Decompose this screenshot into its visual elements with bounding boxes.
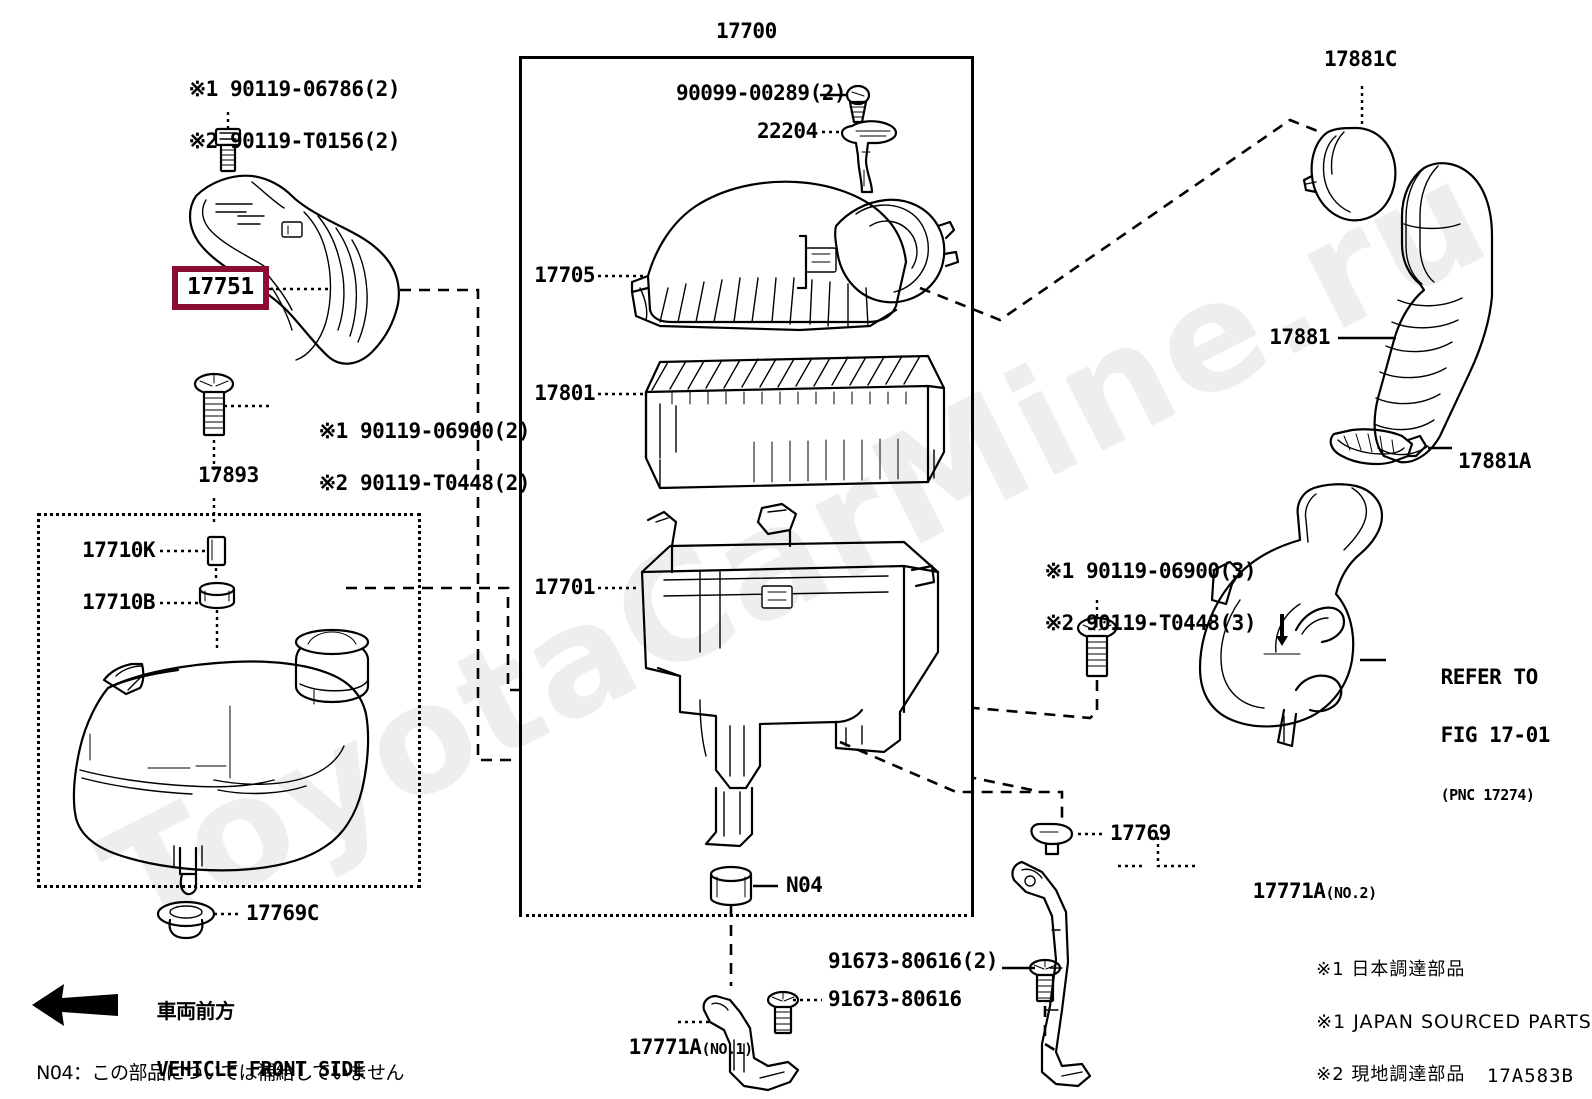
bolt-91673-80616-icon xyxy=(766,990,822,1035)
vehicle-front-side-jp: 車両前方 xyxy=(156,999,236,1023)
label-bolt-91673-80616: 91673-80616 xyxy=(828,987,962,1011)
label-cushion-N04: N04 xyxy=(786,873,823,897)
bracket-17771A-no2-suffix: (NO.2) xyxy=(1325,884,1377,902)
seal-17881A-icon xyxy=(1329,428,1452,466)
air-hose-17881-drawing xyxy=(1338,162,1494,464)
label-bolt-90119-06900-3: ※1 90119-06900(3) ※2 90119-T0448(3) xyxy=(996,532,1257,662)
label-bolt-90119-06786: ※1 90119-06786(2) ※2 90119-T0156(2) xyxy=(140,50,401,180)
label-clamp-17881C: 17881C xyxy=(1324,47,1397,71)
bolt-90119-06900-3-line2: ※2 90119-T0448(3) xyxy=(1044,611,1257,635)
vehicle-front-side-label: 車両前方 VEHICLE FRONT SIDE xyxy=(108,968,365,1099)
air-cleaner-assembly-group-box xyxy=(519,56,974,917)
label-cover-17705: 17705 xyxy=(534,263,595,287)
label-hose-17881: 17881 xyxy=(1269,325,1330,349)
clip-17769-icon xyxy=(973,776,1104,856)
legend-mark1-jp: ※1 日本調達部品 xyxy=(1316,959,1466,980)
highlighted-part-17751[interactable]: 17751 xyxy=(172,266,269,310)
label-clip-22204: 22204 xyxy=(757,119,818,143)
bolt-90119-06900-2-line1: ※1 90119-06900(2) xyxy=(318,419,531,443)
label-bolt-90119-06900-2: ※1 90119-06900(2) ※2 90119-T0448(2) xyxy=(270,392,531,522)
label-group-17700: 17700 xyxy=(716,19,777,43)
label-case-17701: 17701 xyxy=(534,575,595,599)
refer-to-line1: REFER TO xyxy=(1440,665,1539,689)
bolt-90119-06900-3-line1: ※1 90119-06900(3) xyxy=(1044,559,1257,583)
label-seal-17881A: 17881A xyxy=(1458,449,1531,473)
legend-mark2-jp: ※2 現地調達部品 xyxy=(1316,1064,1466,1085)
label-bolt-91673-80616-2: 91673-80616(2) xyxy=(828,949,999,973)
label-collar-17710K: 17710K xyxy=(82,538,155,562)
label-bracket-17771A-no2: 17771A(NO.2) xyxy=(1204,852,1378,932)
part-number-17751: 17751 xyxy=(187,274,254,300)
sourcing-legend: ※1 日本調達部品 ※1 JAPAN SOURCED PARTS ※2 現地調達… xyxy=(1288,930,1592,1099)
bolt-91673-80616-2-icon xyxy=(1002,958,1062,1054)
label-bracket-17893: 17893 xyxy=(198,463,259,487)
refer-to-block: REFER TO FIG 17-01 (PNC 17274) xyxy=(1392,634,1551,839)
bracket-17771A-no1-number: 17771A xyxy=(628,1035,702,1059)
diagram-id: 17A583B xyxy=(1486,1065,1574,1087)
label-bracket-17771A-no1: 17771A(NO.1) xyxy=(580,1008,754,1088)
n04-footnote-jp: N04：この部品については補給していません xyxy=(36,1062,404,1084)
n04-footnote: N04：この部品については補給していません N04 : This part is… xyxy=(14,1036,411,1099)
bolt-90119-06786-line1: ※1 90119-06786(2) xyxy=(188,77,401,101)
bolt-90119-06900-2-line2: ※2 90119-T0448(2) xyxy=(318,471,531,495)
label-clip-17769: 17769 xyxy=(1110,821,1171,845)
refer-to-line2: FIG 17-01 xyxy=(1440,723,1551,747)
vehicle-front-side-en: VEHICLE FRONT SIDE xyxy=(156,1057,365,1081)
clamp-17881C-icon xyxy=(1302,86,1397,222)
bracket-17771A-no2-drawing xyxy=(1011,836,1196,1088)
label-cushion-17710B: 17710B xyxy=(82,590,155,614)
legend-mark1-en: ※1 JAPAN SOURCED PARTS xyxy=(1316,1011,1592,1033)
bolt-90119-06786-line2: ※2 90119-T0156(2) xyxy=(188,129,401,153)
bracket-17771A-no1-suffix: (NO.1) xyxy=(701,1040,753,1058)
bracket-17771A-no2-number: 17771A xyxy=(1252,879,1326,903)
vehicle-front-arrow-icon xyxy=(32,984,118,1026)
bolt-90119-06900-2-icon xyxy=(193,372,272,524)
refer-to-line3: (PNC 17274) xyxy=(1440,786,1535,804)
label-element-17801: 17801 xyxy=(534,381,595,405)
reservoir-tank-group-box xyxy=(37,513,421,888)
label-screw-90099-00289: 90099-00289(2) xyxy=(676,81,847,105)
grommet-17769C-icon xyxy=(156,900,240,940)
label-grommet-17769C: 17769C xyxy=(246,901,319,925)
link-17705-17881C xyxy=(919,118,1321,322)
